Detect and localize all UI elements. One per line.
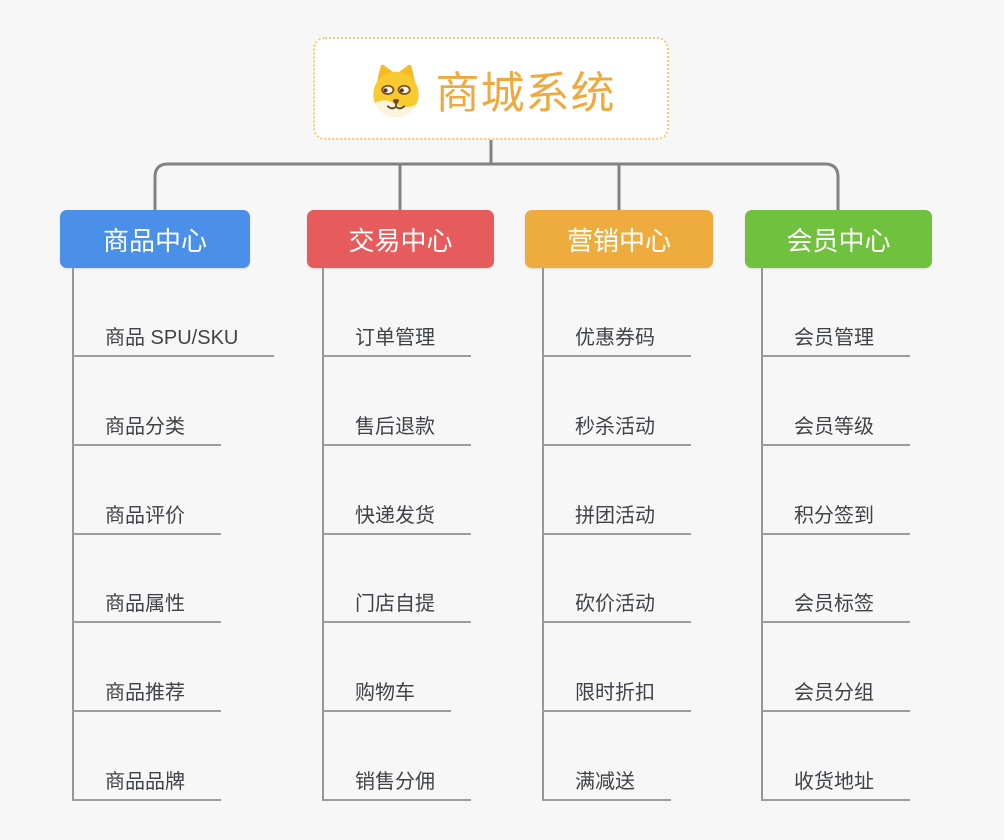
leaf-node[interactable]: 会员标签	[761, 587, 910, 623]
leaf-node[interactable]: 销售分佣	[322, 765, 471, 801]
leaf-node[interactable]: 满减送	[542, 765, 671, 801]
leaf-node[interactable]: 优惠券码	[542, 321, 691, 357]
root-node[interactable]: 商城系统	[313, 37, 669, 140]
leaf-node[interactable]: 秒杀活动	[542, 410, 691, 446]
branch-header-product-center[interactable]: 商品中心	[60, 210, 250, 268]
leaf-node[interactable]: 商品 SPU/SKU	[72, 321, 275, 357]
leaf-node[interactable]: 售后退款	[322, 410, 471, 446]
leaf-node[interactable]: 会员管理	[761, 321, 910, 357]
leaf-node[interactable]: 积分签到	[761, 499, 910, 535]
leaf-node[interactable]: 快递发货	[322, 499, 471, 535]
leaf-node[interactable]: 商品推荐	[72, 676, 221, 712]
leaf-node[interactable]: 购物车	[322, 676, 451, 712]
doge-face-icon	[367, 60, 425, 118]
leaf-node[interactable]: 会员分组	[761, 676, 910, 712]
branch-header-trade-center[interactable]: 交易中心	[307, 210, 494, 268]
leaf-node[interactable]: 门店自提	[322, 587, 471, 623]
root-title: 商城系统	[435, 68, 616, 118]
branch-header-member-center[interactable]: 会员中心	[745, 210, 932, 268]
leaf-node[interactable]: 订单管理	[322, 321, 471, 357]
leaf-node[interactable]: 会员等级	[761, 410, 910, 446]
leaf-node[interactable]: 限时折扣	[542, 676, 691, 712]
leaf-node[interactable]: 砍价活动	[542, 587, 691, 623]
branch-header-marketing-center[interactable]: 营销中心	[525, 210, 713, 268]
leaf-node[interactable]: 商品分类	[72, 410, 221, 446]
leaf-node[interactable]: 拼团活动	[542, 499, 691, 535]
leaf-node[interactable]: 商品属性	[72, 587, 221, 623]
branch-bus-line	[153, 162, 840, 210]
leaf-node[interactable]: 商品品牌	[72, 765, 221, 801]
leaf-node[interactable]: 商品评价	[72, 499, 221, 535]
leaf-node[interactable]: 收货地址	[761, 765, 910, 801]
